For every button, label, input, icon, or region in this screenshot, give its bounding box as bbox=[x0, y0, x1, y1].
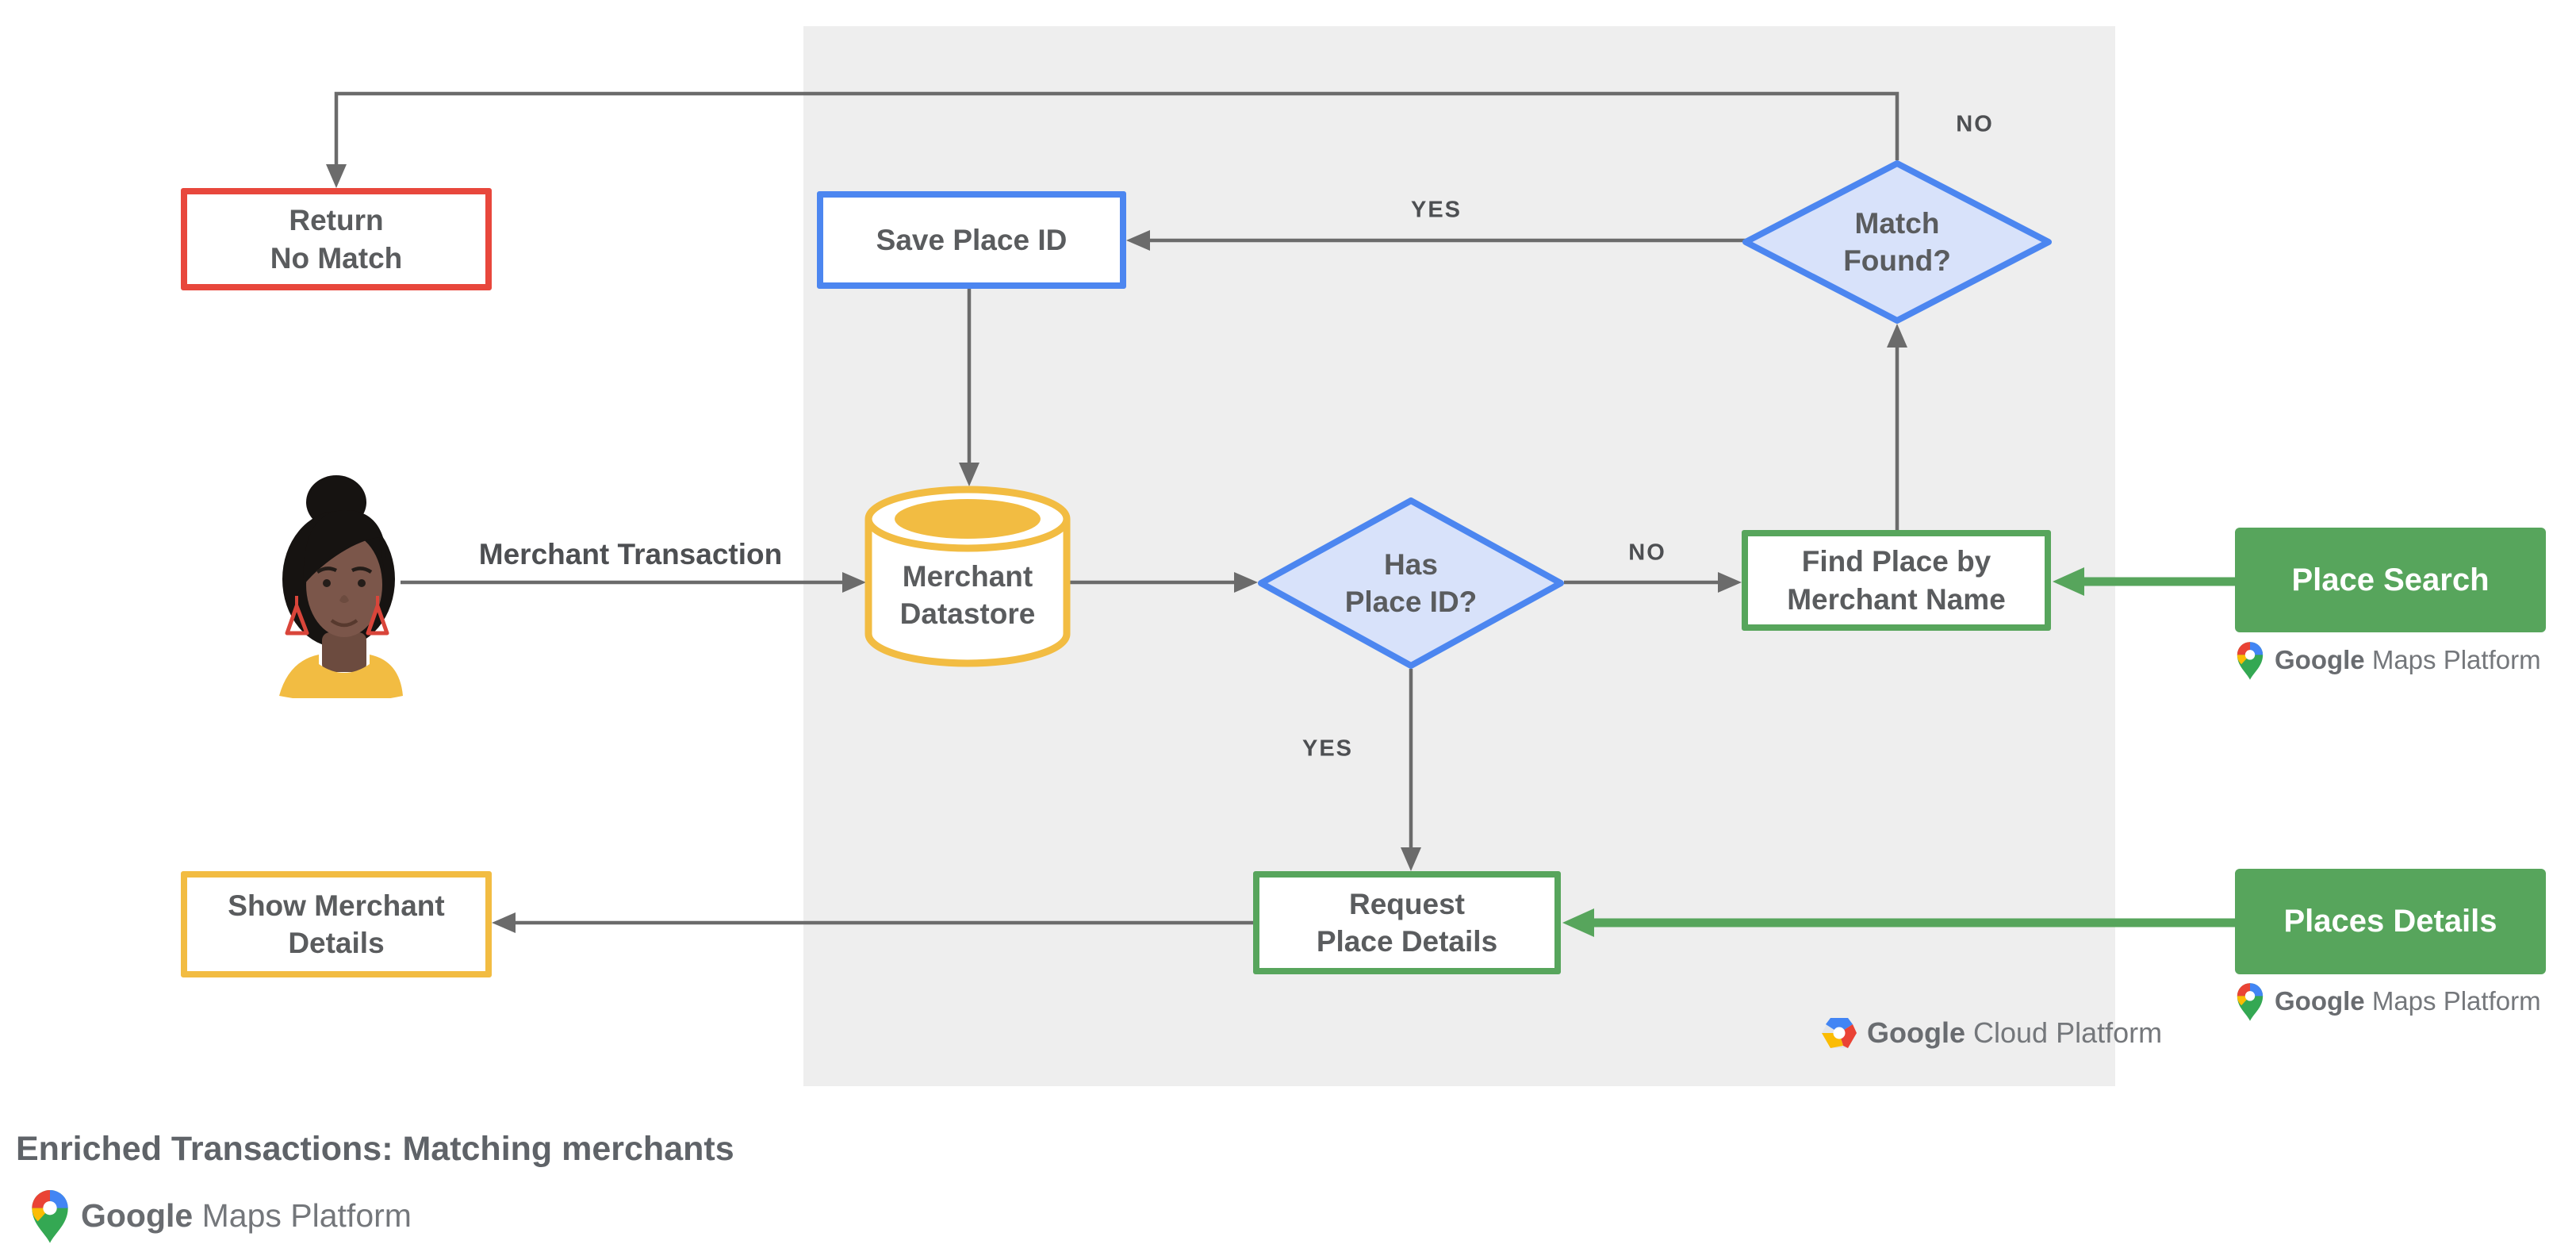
avatar-mouth bbox=[330, 619, 358, 628]
green-arrowheads bbox=[1562, 567, 2084, 937]
gmp-logo-text-rest: Maps Platform bbox=[2371, 645, 2541, 674]
gray-arrowheads bbox=[326, 164, 1907, 933]
api-place-search: Place Search bbox=[2235, 528, 2546, 632]
gcp-logo-text-google: Google bbox=[1867, 1016, 1965, 1049]
node-request-place-details: Request Place Details bbox=[1253, 871, 1561, 974]
gcp-hexagon-icon bbox=[1822, 1018, 1857, 1048]
node-merchant-datastore bbox=[864, 486, 1071, 667]
avatar-eye bbox=[323, 579, 331, 587]
green-edges bbox=[1589, 577, 2235, 927]
avatar-earring bbox=[366, 604, 389, 636]
node-save-place-id: Save Place ID bbox=[817, 191, 1126, 289]
gray-edges bbox=[334, 91, 1899, 925]
maps-pin-icon bbox=[2237, 642, 2264, 680]
gmp-logo-place-search: Google Maps Platform bbox=[2235, 639, 2541, 681]
avatar-neck bbox=[322, 632, 366, 672]
label-match-found-yes: YES bbox=[1410, 197, 1462, 223]
gmp-logo-text-google: Google bbox=[2275, 986, 2365, 1016]
maps-pin-icon bbox=[2237, 983, 2264, 1021]
label-merchant-transaction: Merchant Transaction bbox=[478, 538, 783, 570]
maps-pin-icon bbox=[32, 1190, 68, 1243]
node-has-place-id: Has Place ID? bbox=[1258, 497, 1564, 669]
node-merchant-datastore-label: Merchant Datastore bbox=[899, 559, 1036, 630]
avatar-earring bbox=[285, 604, 309, 636]
user-avatar bbox=[279, 475, 403, 698]
label-has-place-id-no: NO bbox=[1628, 540, 1666, 566]
node-has-place-id-label: Has Place ID? bbox=[1344, 547, 1478, 618]
node-find-place-by-merchant-name: Find Place by Merchant Name bbox=[1742, 530, 2051, 631]
gmp-logo-text-google: Google bbox=[81, 1196, 194, 1234]
avatar-shirt bbox=[279, 655, 403, 698]
avatar-hair-fringe bbox=[303, 510, 386, 585]
avatar-eye bbox=[358, 579, 366, 587]
gcp-logo: Google Cloud Platform bbox=[1821, 1016, 2162, 1050]
label-match-found-no: NO bbox=[1956, 111, 1994, 137]
gmp-logo-text-google: Google bbox=[2275, 645, 2365, 674]
gmp-logo-text-rest: Maps Platform bbox=[2371, 986, 2541, 1016]
node-show-merchant-details: Show Merchant Details bbox=[181, 871, 492, 977]
diagram-title: Enriched Transactions: Matching merchant… bbox=[16, 1130, 734, 1168]
gcp-logo-text-rest: Cloud Platform bbox=[1973, 1016, 2163, 1049]
label-has-place-id-yes: YES bbox=[1301, 735, 1354, 762]
gmp-logo-text-rest: Maps Platform bbox=[201, 1196, 412, 1234]
gmp-logo-places-details: Google Maps Platform bbox=[2235, 981, 2541, 1022]
node-match-found-label: Match Found? bbox=[1843, 206, 1951, 277]
node-return-no-match: Return No Match bbox=[181, 188, 492, 290]
gmp-logo-footer: Google Maps Platform bbox=[29, 1187, 412, 1244]
avatar-nose bbox=[339, 595, 349, 603]
api-places-details: Places Details bbox=[2235, 869, 2546, 974]
node-match-found: Match Found? bbox=[1742, 160, 2052, 324]
